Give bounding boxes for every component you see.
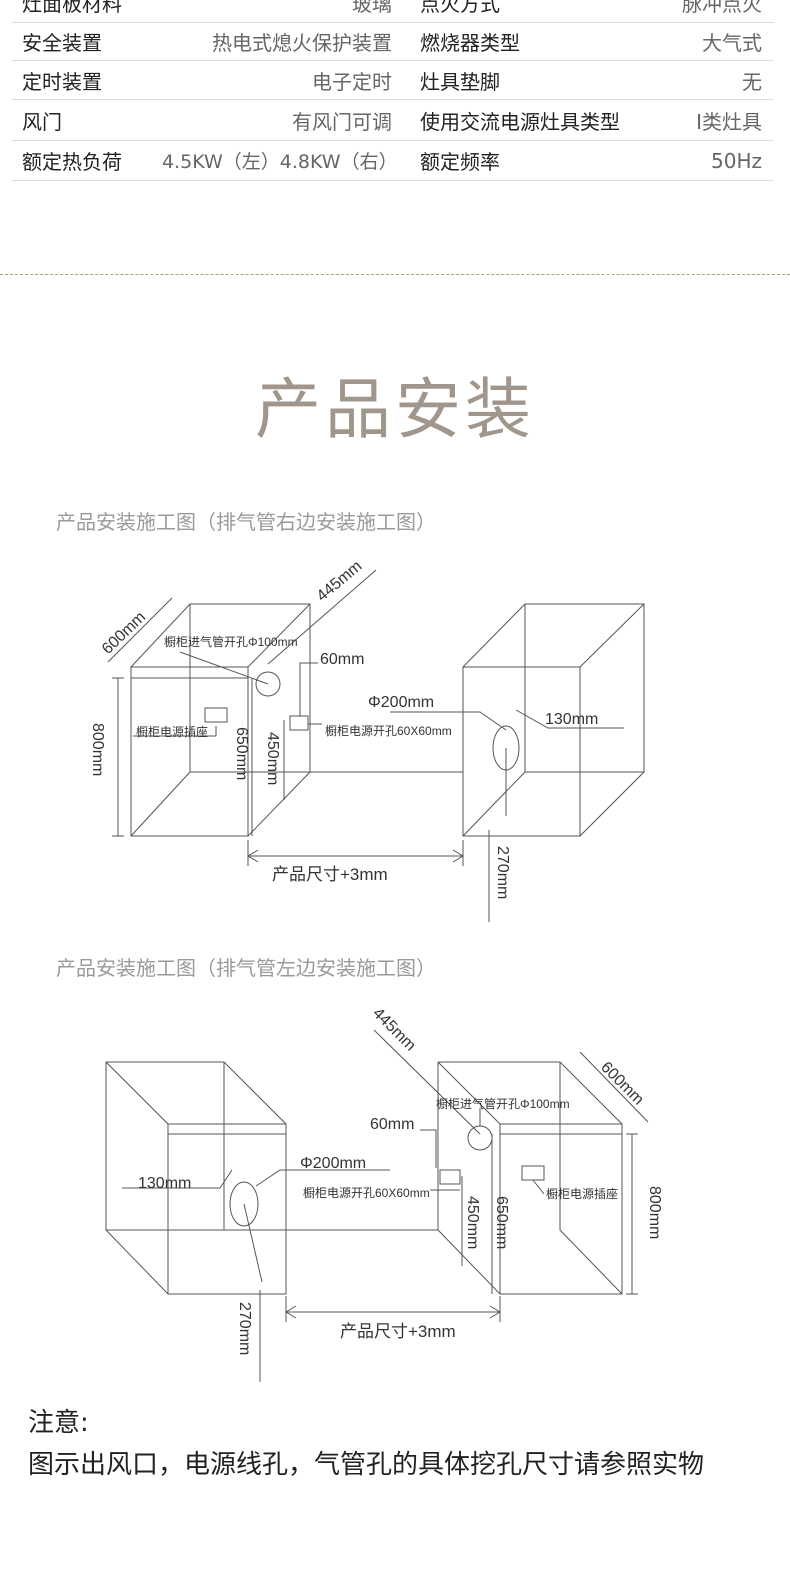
install-diagram-left: 445mm 600mm 橱柜进气管开孔Φ100mm 60mm Φ200mm 13…	[105, 1005, 663, 1382]
intake-hole-label: 橱柜进气管开孔Φ100mm	[436, 1096, 570, 1111]
dim-60: 60mm	[320, 651, 364, 668]
dim-445: 445mm	[369, 1005, 419, 1055]
spec-label: 点火方式	[420, 0, 500, 16]
intake-hole-label: 橱柜进气管开孔Φ100mm	[164, 634, 298, 649]
dim-445: 445mm	[314, 558, 366, 605]
spec-value: 有风门可调	[292, 109, 392, 134]
dashed-divider	[0, 274, 790, 275]
dim-650: 650mm	[233, 727, 250, 780]
product-size-label: 产品尺寸+3mm	[272, 865, 388, 884]
spec-label: 灶面板材料	[22, 0, 122, 16]
spec-value: 4.5KW（左）4.8KW（右）	[162, 151, 398, 173]
spec-label: 额定频率	[420, 150, 500, 174]
spec-label: 灶具垫脚	[420, 69, 500, 94]
spec-value: 电子定时	[312, 69, 392, 94]
power-hole-label: 橱柜电源开孔60X60mm	[303, 1186, 430, 1200]
dim-200: Φ200mm	[368, 694, 434, 711]
dim-650: 650mm	[493, 1196, 510, 1249]
spec-value: Ⅰ类灶具	[696, 109, 762, 134]
note-text: 图示出风口，电源线孔，气管孔的具体挖孔尺寸请参照实物	[28, 1450, 705, 1480]
dim-800: 800mm	[646, 1186, 663, 1239]
spec-row: 安全装置 热电式熄火保护装置 燃烧器类型 大气式	[12, 22, 774, 61]
spec-label: 使用交流电源灶具类型	[420, 109, 620, 134]
dim-600: 600mm	[597, 1059, 647, 1109]
socket-label: 橱柜电源插座	[136, 724, 208, 739]
spec-label: 定时装置	[22, 69, 102, 94]
spec-label: 额定热负荷	[22, 150, 122, 174]
note-title: 注意:	[28, 1408, 89, 1438]
spec-value: 热电式熄火保护装置	[212, 30, 392, 55]
dim-200: Φ200mm	[300, 1155, 366, 1172]
diagram-caption-right: 产品安装施工图（排气管右边安装施工图）	[56, 510, 436, 534]
section-title: 产品安装	[255, 371, 535, 448]
spec-label: 安全装置	[22, 30, 102, 55]
dim-270: 270mm	[494, 846, 511, 899]
power-hole-label: 橱柜电源开孔60X60mm	[325, 724, 452, 738]
spec-label: 燃烧器类型	[420, 30, 520, 55]
spec-value: 50Hz	[711, 148, 762, 173]
spec-row: 风门 有风门可调 使用交流电源灶具类型 Ⅰ类灶具	[12, 100, 774, 141]
dim-270: 270mm	[236, 1302, 253, 1355]
dim-800: 800mm	[89, 723, 106, 776]
diagram-caption-left: 产品安装施工图（排气管左边安装施工图）	[56, 956, 436, 980]
dim-450: 450mm	[264, 732, 281, 785]
spec-row: 额定热负荷 4.5KW（左）4.8KW（右） 额定频率 50Hz	[12, 141, 774, 181]
dim-60: 60mm	[370, 1116, 414, 1133]
spec-label: 风门	[22, 109, 62, 134]
socket-label: 橱柜电源插座	[546, 1186, 618, 1201]
dim-600: 600mm	[99, 609, 149, 658]
dim-450: 450mm	[464, 1196, 481, 1249]
spec-row: 灶面板材料 玻璃 点火方式 脉冲点火	[12, 0, 774, 23]
spec-value: 大气式	[702, 30, 762, 55]
product-size-label: 产品尺寸+3mm	[340, 1322, 456, 1341]
install-diagram-right: 600mm 445mm 橱柜进气管开孔Φ100mm 60mm Φ200mm 13…	[89, 558, 645, 922]
spec-value: 脉冲点火	[682, 0, 762, 16]
spec-value: 玻璃	[352, 0, 392, 16]
dim-130: 130mm	[138, 1175, 191, 1192]
spec-value: 无	[742, 69, 762, 94]
spec-row: 定时装置 电子定时 灶具垫脚 无	[12, 61, 774, 100]
dim-130: 130mm	[545, 711, 598, 728]
